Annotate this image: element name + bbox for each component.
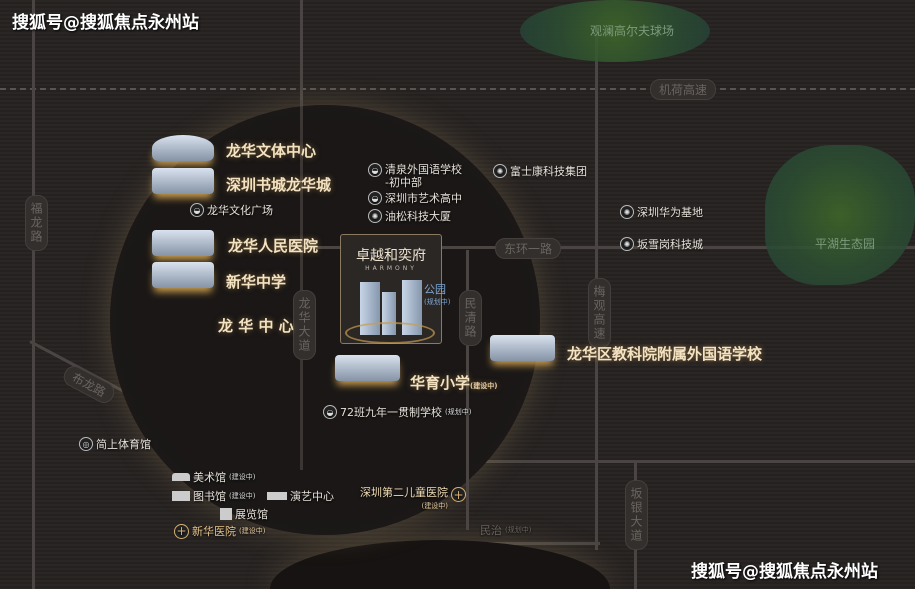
poi-label: 龙华文化广场 (207, 204, 273, 217)
road-label-jihe: 机荷高速 (650, 79, 717, 100)
poi-exhibition[interactable]: 展览馆 (220, 506, 268, 522)
tech-icon: ✺ (493, 164, 507, 178)
poi-art-school[interactable]: ◒深圳市艺术高中 (368, 190, 462, 206)
poi-label: 坂雪岗科技城 (637, 238, 703, 251)
exhibition-icon (220, 508, 232, 520)
project-tower (402, 280, 422, 335)
poi-label: 新华医院 (192, 525, 236, 538)
school-icon: ◒ (368, 163, 382, 177)
poi-label: 72班九年一贯制学校 (340, 406, 442, 419)
school-icon: ◒ (368, 191, 382, 205)
bottom-glow (270, 540, 610, 589)
road-label-banyin: 坂银大道 (625, 480, 648, 550)
golf-course-area (520, 0, 710, 62)
school-icon: ◒ (190, 203, 204, 217)
project-name: 卓越和奕府 (356, 248, 426, 264)
museum-icon (172, 473, 190, 481)
road-jihe (0, 88, 915, 90)
poi-foxconn[interactable]: ✺富士康科技集团 (493, 163, 587, 179)
poi-label: 深圳华为基地 (637, 206, 703, 219)
landmark-sports-center[interactable]: 龙华文体中心 (226, 142, 317, 160)
road-label-fulong: 福龙路 (25, 195, 48, 251)
project-ring (345, 322, 435, 344)
poi-status: (规划中) (445, 408, 472, 416)
landmark-people-hospital[interactable]: 龙华人民医院 (228, 237, 319, 255)
landmark-foreign-language-school[interactable]: 龙华区教科院附属外国语学校 (567, 345, 763, 363)
poi-label: 美术馆 (193, 471, 226, 484)
poi-label: 深圳市艺术高中 (385, 192, 462, 205)
poi-huawei[interactable]: ✺深圳华为基地 (620, 204, 703, 220)
sports-center-building (152, 135, 214, 161)
poi-library[interactable]: 图书馆(建设中) (172, 488, 255, 504)
book-city-building (152, 168, 214, 194)
poi-label: 清泉外国语学校 (385, 163, 462, 176)
road-inner-v (466, 250, 469, 530)
poi-xinhua-hospital[interactable]: +新华医院(建设中) (174, 523, 265, 539)
poi-status: (建设中) (239, 527, 266, 535)
tech-icon: ✺ (368, 209, 382, 223)
poi-status: (建设中) (421, 502, 448, 510)
landmark-book-city[interactable]: 深圳书城龙华城 (226, 176, 332, 194)
poi-culture-square[interactable]: ◒龙华文化广场 (190, 202, 273, 218)
road-minzhi (470, 542, 600, 545)
poi-label: 油松科技大厦 (385, 210, 451, 223)
hospital-building (152, 230, 214, 256)
hospital-plus-icon: + (174, 523, 189, 539)
road-label-longhua: 龙华大道 (293, 290, 316, 360)
poi-label: 深圳第二儿童医院 (360, 486, 448, 499)
road-label-donghuan: 东环一路 (495, 238, 562, 259)
poi-school72[interactable]: ◒72班九年一贯制学校(规划中) (323, 404, 471, 420)
poi-label: 展览馆 (235, 508, 268, 521)
pinghu-park-label: 平湖生态园 (815, 237, 876, 251)
huayu-name: 华育小学 (410, 374, 471, 392)
pinghu-park-area (765, 145, 915, 285)
area-label-longhua-center: 龙 华 中 心 (218, 317, 294, 335)
poi-children-hospital[interactable]: 深圳第二儿童医院 (建设中)+ (360, 487, 466, 512)
theater-icon (267, 492, 287, 500)
watermark-bottom: 搜狐号@搜狐焦点永州站 (691, 562, 878, 582)
road-mid (230, 460, 915, 463)
poi-performance[interactable]: 演艺中心 (267, 488, 334, 504)
minzhi-text: 民治 (480, 524, 502, 537)
poi-status: (建设中) (229, 492, 256, 500)
hospital-plus-icon: + (451, 487, 466, 502)
school-building (152, 262, 214, 288)
road-label-meiguan: 梅观高速 (588, 278, 611, 348)
park-status: (规划中) (424, 298, 451, 306)
watermark-top: 搜狐号@搜狐焦点永州站 (12, 13, 199, 33)
poi-art-museum[interactable]: 美术馆(建设中) (172, 469, 255, 485)
poi-label: 简上体育馆 (96, 438, 151, 451)
poi-bantian[interactable]: ✺坂雪岗科技城 (620, 236, 703, 252)
road-label-minzhi: 民治(规划中) (480, 522, 531, 538)
poi-status: (建设中) (229, 473, 256, 481)
library-icon (172, 491, 190, 501)
tech-icon: ✺ (620, 237, 634, 251)
road-fulong (32, 0, 35, 589)
landmark-huayu-primary[interactable]: 华育小学(建设中) (410, 372, 497, 393)
poi-qingquan[interactable]: ◒清泉外国语学校-初中部 (368, 163, 462, 189)
road-inner (300, 246, 600, 249)
poi-gym[interactable]: ◎简上体育馆 (79, 436, 151, 452)
poi-yousong[interactable]: ✺油松科技大厦 (368, 208, 451, 224)
road-label-minqing: 民清路 (459, 290, 482, 346)
tech-icon: ✺ (620, 205, 634, 219)
minzhi-status: (规划中) (505, 526, 532, 534)
huayu-school-building (335, 355, 400, 381)
park-label: 公园 (规划中) (424, 284, 450, 308)
school-icon: ◒ (323, 405, 337, 419)
road-inner-lh (300, 100, 303, 470)
poi-label: 图书馆 (193, 490, 226, 503)
park-name: 公园 (424, 283, 446, 296)
huayu-status: (建设中) (470, 382, 498, 390)
road-donghuan (300, 246, 915, 249)
gym-icon: ◎ (79, 437, 93, 451)
golf-course-label: 观澜高尔夫球场 (590, 24, 675, 38)
poi-label-2: -初中部 (385, 176, 422, 189)
poi-label: 演艺中心 (290, 490, 334, 503)
landmark-xinhua-middle-school[interactable]: 新华中学 (226, 273, 287, 291)
poi-label: 富士康科技集团 (510, 165, 587, 178)
project-english: HARMONY (365, 265, 417, 272)
road-label-bulong: 布龙路 (60, 362, 118, 407)
foreign-school-building (490, 335, 555, 361)
